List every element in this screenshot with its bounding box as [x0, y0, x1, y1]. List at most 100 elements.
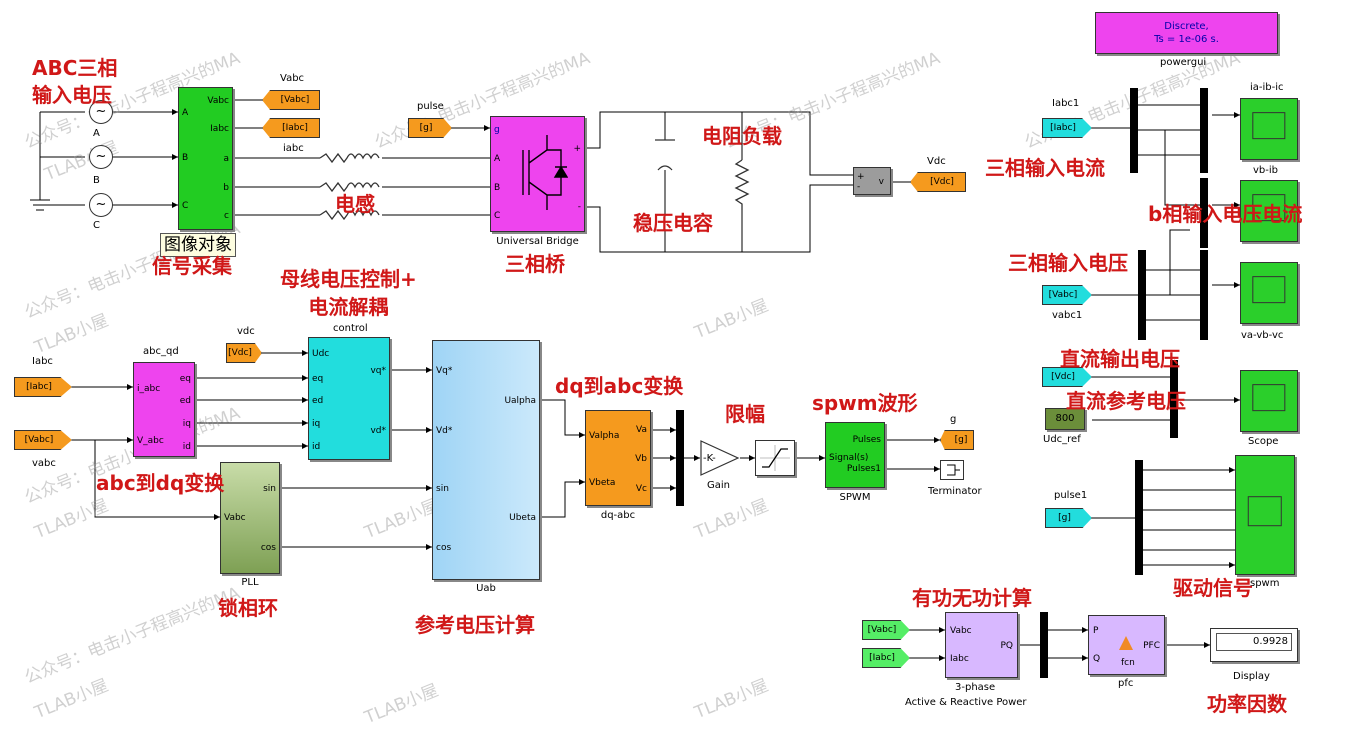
bridge-label: Universal Bridge: [496, 236, 579, 247]
port-label: -: [857, 182, 861, 192]
annotation-ref-voltage: 参考电压计算: [415, 613, 535, 637]
from-vdc-right[interactable]: [Vdc]: [1042, 367, 1092, 387]
port-label: A: [182, 108, 189, 118]
scope-screen: [1252, 194, 1286, 222]
annotation-bus-ctrl: 母线电压控制+ 电流解耦: [280, 267, 417, 319]
annotation-voltage: 三相输入电压: [1008, 251, 1128, 275]
mux-bar[interactable]: [1200, 250, 1208, 340]
annotation-capacitor: 稳压电容: [633, 211, 713, 235]
port-label: PQ: [1000, 641, 1013, 651]
vabc-from-label: vabc: [32, 458, 56, 469]
port-label: sin: [436, 484, 449, 494]
from-pulse1[interactable]: [g]: [1045, 508, 1092, 528]
port-label: ed: [179, 396, 191, 406]
udc-ref-constant[interactable]: 800: [1045, 408, 1085, 430]
goto-iabc[interactable]: [Iabc]: [262, 118, 320, 138]
port-label: Vc: [635, 484, 647, 494]
iabc1-label: Iabc1: [1052, 98, 1080, 109]
port-label: C: [494, 211, 501, 221]
control-block[interactable]: Udc eq ed iq id vq* vd*: [308, 337, 390, 460]
port-label: b: [223, 183, 229, 193]
source-a-label: A: [93, 128, 100, 139]
port-label: i_abc: [137, 384, 161, 394]
dq-abc-label: dq-abc: [600, 510, 636, 521]
pll-block[interactable]: Vabc sin cos: [220, 462, 280, 574]
display-block[interactable]: 0.9928: [1210, 628, 1298, 662]
matlab-function-icon: [1119, 636, 1133, 650]
annotation-spwm: spwm波形: [812, 391, 918, 415]
from-iabc[interactable]: [Iabc]: [14, 377, 72, 397]
vdc-from-label: vdc: [237, 326, 255, 337]
port-label: eq: [179, 374, 191, 384]
port-label: P: [1093, 626, 1099, 636]
scope-screen: [1247, 496, 1283, 527]
mux-bar[interactable]: [1040, 612, 1048, 678]
port-label: eq: [312, 374, 324, 384]
ground-symbol: [30, 112, 50, 211]
from-g[interactable]: [g]: [408, 118, 452, 138]
abc-qd-block[interactable]: i_abc V_abc eq ed iq id: [133, 362, 195, 457]
annotation-dc-ref: 直流参考电压: [1066, 389, 1186, 413]
pulse-label: pulse: [417, 101, 444, 112]
gain-block[interactable]: [700, 440, 740, 476]
from-vabc1[interactable]: [Vabc]: [1042, 285, 1092, 305]
universal-bridge-block[interactable]: g A B C + -: [490, 116, 585, 232]
mux-bar[interactable]: [1170, 360, 1178, 438]
ac-source-b[interactable]: ~: [89, 145, 113, 169]
scope-va-vb-vc[interactable]: [1240, 262, 1298, 324]
abc-qd-title: abc_qd: [143, 346, 179, 357]
pq-label-2: Active & Reactive Power: [905, 697, 1027, 708]
saturation-block[interactable]: [755, 440, 795, 476]
from-vdc[interactable]: [Vdc]: [226, 343, 262, 363]
scope-vb-ib[interactable]: [1240, 180, 1298, 242]
uab-block[interactable]: Vq* Vd* sin cos Ualpha Ubeta: [432, 340, 540, 580]
scope-screen: [1252, 276, 1286, 304]
mux-bar[interactable]: [676, 410, 684, 506]
uab-label: Uab: [476, 583, 496, 594]
mux-bar[interactable]: [1200, 178, 1208, 248]
demux-bar[interactable]: [1138, 250, 1146, 340]
port-label: Vd*: [436, 426, 453, 436]
iabc-from-label: Iabc: [32, 356, 53, 367]
spwm-block[interactable]: Signal(s) Pulses Pulses1: [825, 422, 885, 488]
demux-bar[interactable]: [1135, 460, 1143, 575]
igbt-diode-icon: [522, 135, 568, 210]
mux-bar[interactable]: [1200, 88, 1208, 173]
annotation-bridge: 三相桥: [505, 252, 565, 276]
resistor-icon: [734, 159, 750, 210]
source-c-label: C: [93, 220, 100, 231]
terminator-block[interactable]: [940, 460, 964, 480]
ac-source-c[interactable]: ~: [89, 193, 113, 217]
goto-vabc[interactable]: [Vabc]: [262, 90, 320, 110]
port-label: ed: [312, 396, 324, 406]
port-label: iq: [312, 419, 321, 429]
dq-abc-block[interactable]: Valpha Vbeta Va Vb Vc: [585, 410, 651, 506]
scope-dc[interactable]: [1240, 370, 1298, 432]
from-iabc1[interactable]: [Iabc]: [1042, 118, 1092, 138]
port-label: c: [224, 211, 229, 221]
annotation-load: 电阻负载: [702, 124, 782, 148]
port-label: Pulses1: [846, 464, 881, 474]
annotation-b-phase: b相输入电压电流: [1148, 202, 1303, 226]
from-vabc-pq[interactable]: [Vabc]: [862, 620, 910, 640]
ac-source-a[interactable]: ~: [89, 100, 113, 124]
vabc1-label: vabc1: [1052, 310, 1083, 321]
goto-g[interactable]: [g]: [940, 430, 974, 450]
pfc-block[interactable]: P Q PFC fcn: [1088, 615, 1165, 675]
goto-vdc[interactable]: [Vdc]: [910, 172, 966, 192]
pq-block[interactable]: Vabc Iabc PQ: [945, 612, 1018, 678]
from-vabc[interactable]: [Vabc]: [14, 430, 72, 450]
port-label: a: [223, 154, 229, 164]
scope-ia-ib-ic[interactable]: [1240, 98, 1298, 160]
vi-measurement-block[interactable]: A B C Vabc Iabc a b c: [178, 87, 233, 230]
pfc-label: pfc: [1118, 678, 1134, 689]
powergui-block[interactable]: Discrete, Ts = 1e-06 s.: [1095, 12, 1278, 54]
port-label: cos: [260, 543, 276, 553]
scope-spwm[interactable]: [1235, 455, 1295, 575]
voltage-measurement-block[interactable]: + - v: [853, 167, 891, 195]
port-label: vd*: [370, 426, 386, 436]
demux-bar[interactable]: [1130, 88, 1138, 173]
port-label: PFC: [1143, 641, 1160, 651]
from-iabc-pq[interactable]: [Iabc]: [862, 648, 910, 668]
